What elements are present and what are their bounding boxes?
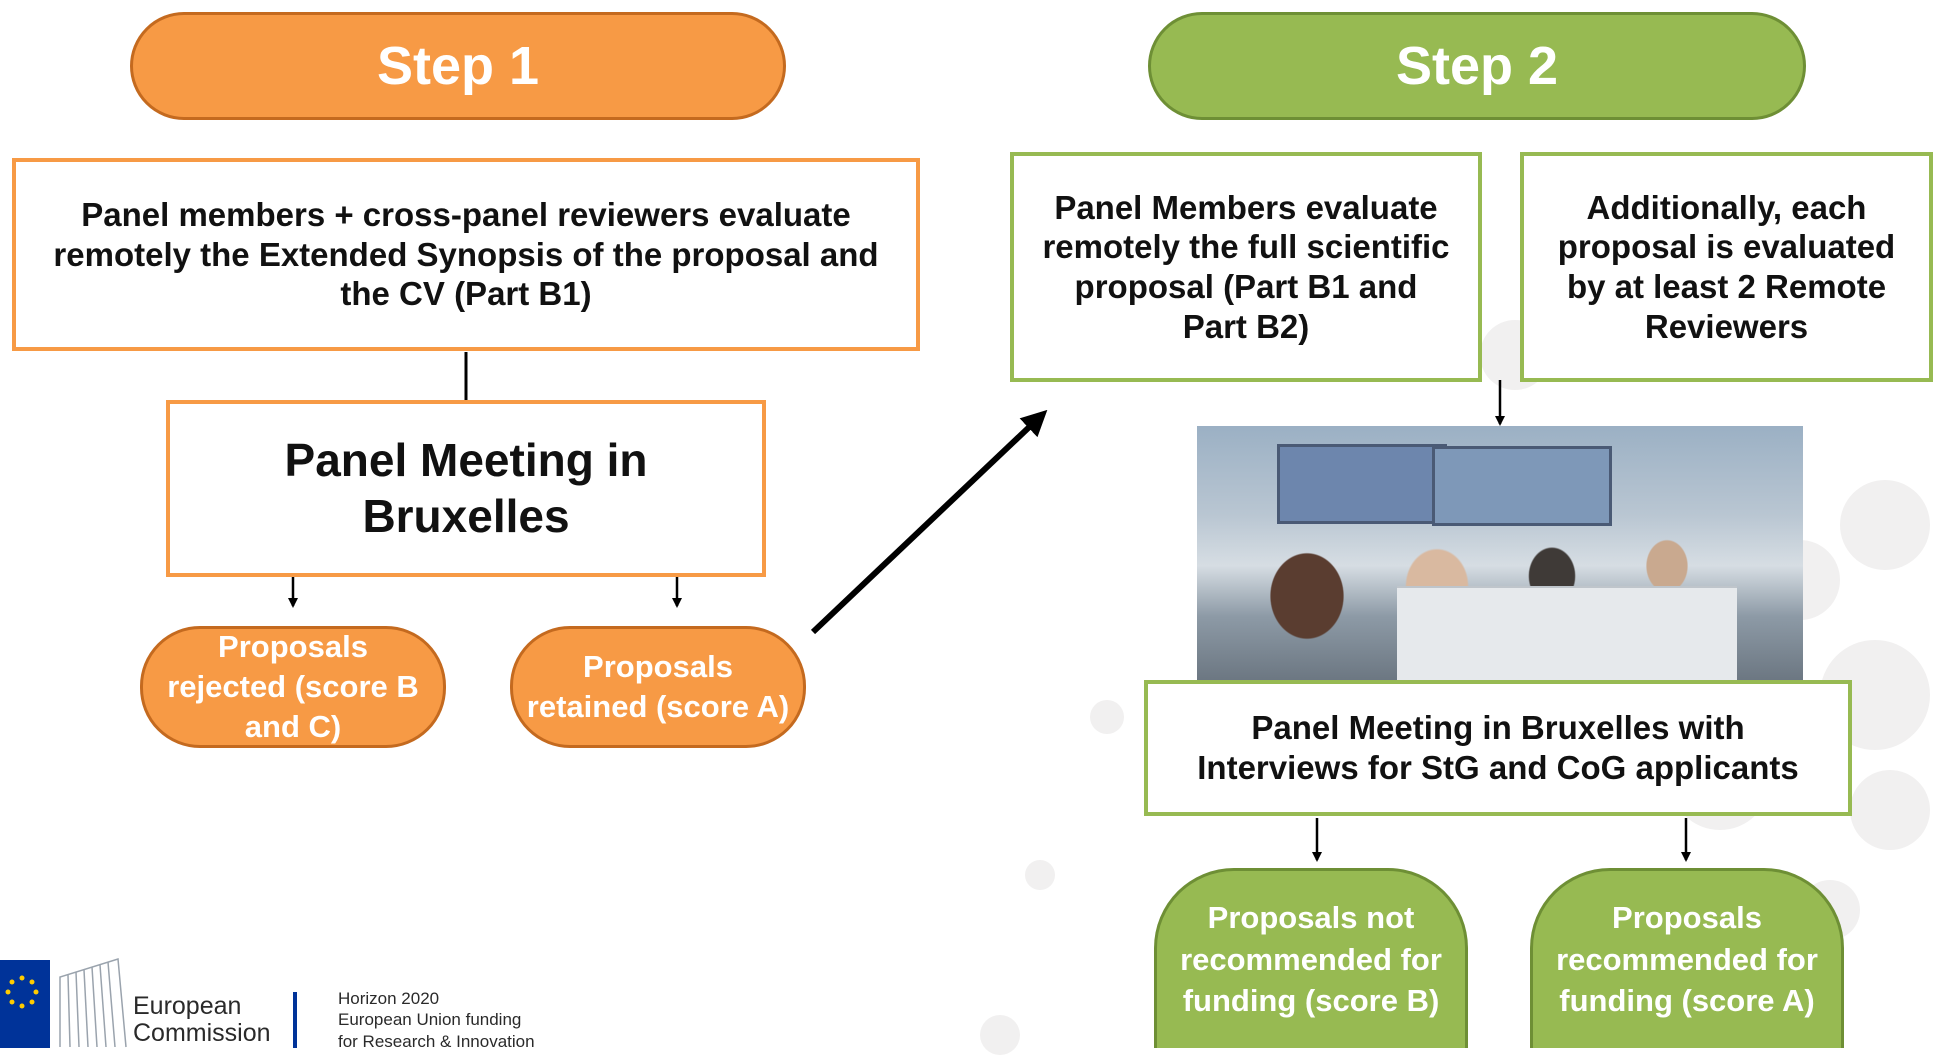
org-name-line2: Commission xyxy=(133,1018,271,1047)
panel-meeting-photo xyxy=(1197,426,1803,680)
step2-remote-reviewers-text: Additionally, each proposal is evaluated… xyxy=(1557,188,1896,345)
step2-header: Step 2 xyxy=(1148,12,1806,120)
outcome-rejected-text: Proposals rejected (score B and C) xyxy=(167,628,419,745)
arrow-step1-to-step2 xyxy=(810,409,1048,635)
program-line1: Horizon 2020 xyxy=(338,989,440,1008)
program-line2: European Union funding xyxy=(338,1010,522,1030)
european-commission-wordmark: European Commission xyxy=(133,993,271,1046)
step1-header: Step 1 xyxy=(130,12,786,120)
berlaymont-building-icon xyxy=(59,958,127,1048)
eu-flag-logo xyxy=(0,960,50,1048)
step2-evaluation-box: Panel Members evaluate remotely the full… xyxy=(1010,152,1482,382)
step1-evaluation-box: Panel members + cross-panel reviewers ev… xyxy=(12,158,920,351)
step2-meeting-text: Panel Meeting in Bruxelles with Intervie… xyxy=(1197,709,1799,786)
step1-meeting-text: Panel Meeting in Bruxelles xyxy=(284,434,648,542)
step2-meeting-box: Panel Meeting in Bruxelles with Intervie… xyxy=(1144,680,1852,816)
step1-evaluation-text: Panel members + cross-panel reviewers ev… xyxy=(53,196,879,313)
horizon2020-caption: Horizon 2020 European Union funding for … xyxy=(338,988,535,1052)
outcome-not-recommended: Proposals not recommended for funding (s… xyxy=(1154,868,1468,1048)
photo-meeting-table xyxy=(1397,586,1737,680)
step2-remote-reviewers-box: Additionally, each proposal is evaluated… xyxy=(1520,152,1933,382)
step2-evaluation-text: Panel Members evaluate remotely the full… xyxy=(1042,188,1450,345)
outcome-not-recommended-text: Proposals not recommended for funding (s… xyxy=(1180,899,1442,1019)
photo-projection-screen-right xyxy=(1432,446,1612,526)
step2-header-label: Step 2 xyxy=(1395,36,1559,96)
outcome-recommended-text: Proposals recommended for funding (score… xyxy=(1556,899,1818,1019)
step1-meeting-box: Panel Meeting in Bruxelles xyxy=(166,400,766,577)
org-name-line1: European xyxy=(133,992,242,1020)
outcome-retained-text: Proposals retained (score A) xyxy=(526,648,790,724)
program-line3: for Research & Innovation xyxy=(338,1031,535,1051)
outcome-retained: Proposals retained (score A) xyxy=(510,626,806,748)
outcome-recommended: Proposals recommended for funding (score… xyxy=(1530,868,1844,1048)
logo-divider xyxy=(293,992,297,1048)
photo-projection-screen-left xyxy=(1277,444,1447,524)
step1-header-label: Step 1 xyxy=(376,36,540,96)
outcome-rejected: Proposals rejected (score B and C) xyxy=(140,626,446,748)
